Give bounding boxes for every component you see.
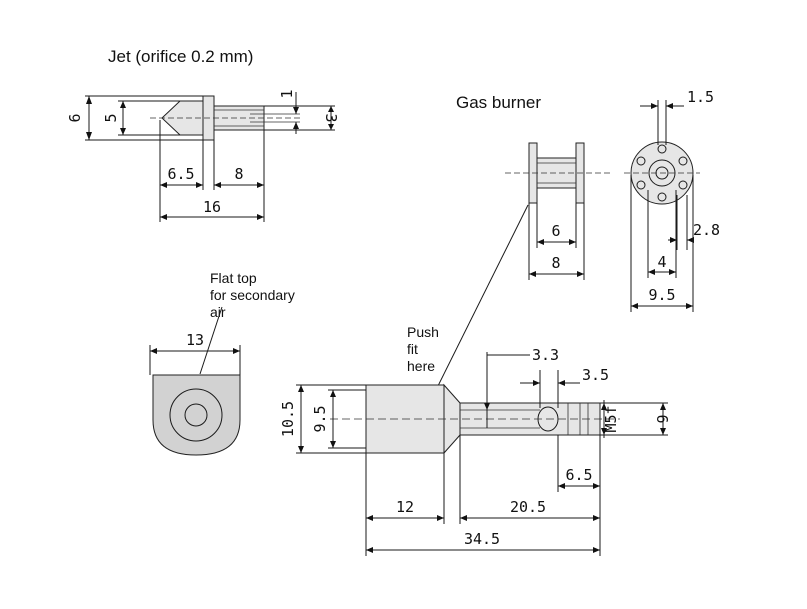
- flat-top-leader: [199, 306, 223, 375]
- burner-dim-1-5: 1.5: [687, 88, 714, 106]
- burner-dim-2-8: 2.8: [693, 221, 720, 239]
- flat-top-note-line2: for secondary: [210, 287, 295, 303]
- jet-dim-5: 5: [102, 113, 120, 122]
- body-dim-6-5: 6.5: [565, 466, 592, 484]
- jet-dim-16: 16: [203, 198, 221, 216]
- body-dim-10-5: 10.5: [279, 401, 297, 437]
- push-fit-note-line3: here: [407, 358, 435, 374]
- top-view-dim-13: 13: [186, 331, 204, 349]
- flat-top-note-line3: air: [210, 304, 226, 320]
- body-dim-3-5: 3.5: [582, 366, 609, 384]
- body-dim-20-5: 20.5: [510, 498, 546, 516]
- body-dim-34-5: 34.5: [464, 530, 500, 548]
- body-thread-m5f: M5f: [602, 405, 620, 432]
- body-dim-9-5: 9.5: [311, 405, 329, 432]
- burner-end-view: 1.5 2.8 4 9.5: [624, 88, 720, 312]
- burner-dim-4: 4: [657, 253, 666, 271]
- flat-top-note-line1: Flat top: [210, 270, 257, 286]
- jet-dim-1: 1: [278, 89, 296, 98]
- jet-dim-8: 8: [234, 165, 243, 183]
- burner-top-view: 13: [149, 331, 241, 456]
- burner-dim-9-5: 9.5: [648, 286, 675, 304]
- push-fit-leader: [429, 204, 529, 403]
- body-side-view: 10.5 9.5 3.3 3.5 M5f 6: [279, 346, 671, 556]
- burner-dim-6: 6: [551, 222, 560, 240]
- burner-dim-8: 8: [551, 254, 560, 272]
- jet-view: 6 5 1 3 6.5 8: [66, 89, 340, 222]
- jet-dim-3: 3: [322, 113, 340, 122]
- burner-side-view: 6 8: [505, 142, 610, 280]
- jet-dim-6-5: 6.5: [167, 165, 194, 183]
- jet-title: Jet (orifice 0.2 mm): [108, 47, 253, 66]
- body-dim-6: 6: [653, 414, 671, 423]
- burner-title: Gas burner: [456, 93, 541, 112]
- body-dim-3-3: 3.3: [532, 346, 559, 364]
- push-fit-note-line2: fit: [407, 341, 418, 357]
- jet-dim-6: 6: [66, 113, 84, 122]
- body-dim-12: 12: [396, 498, 414, 516]
- push-fit-note-line1: Push: [407, 324, 439, 340]
